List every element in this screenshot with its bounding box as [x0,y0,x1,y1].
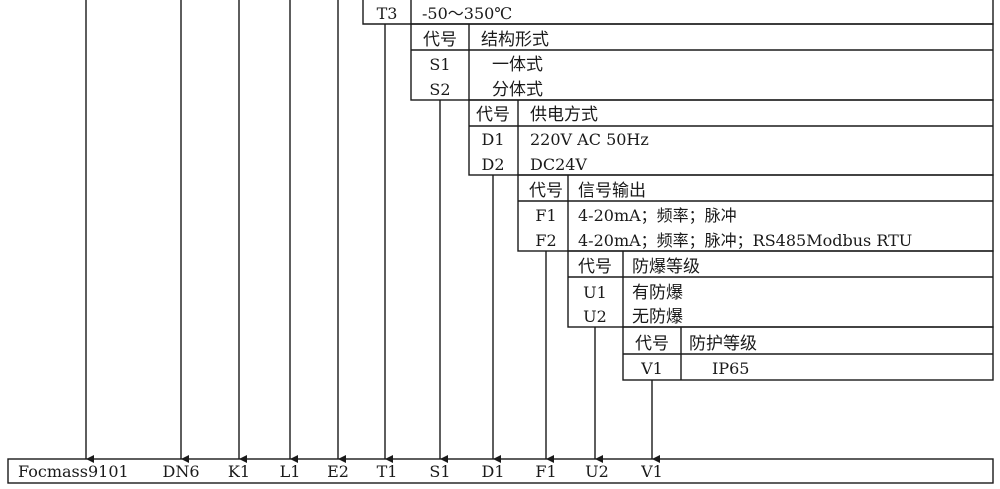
temperature-code: T3 [377,4,398,23]
protection-row-value-v1: IP65 [712,359,749,378]
model-code-e: E2 [327,462,349,481]
explosion-header-code: 代号 [578,257,612,277]
explosion-header-name: 防爆等级 [632,257,700,277]
explosion-row-code-u2: U2 [583,307,607,326]
temperature-table: T3 -50～350℃ [362,0,994,25]
power-header-code: 代号 [476,105,510,125]
signal-row-value-f1: 4-20mA；频率；脉冲 [578,206,737,225]
signal-row-code-f2: F2 [535,231,556,250]
model-code-t: T1 [377,462,398,481]
structure-table: 代号 结构形式 S1 一体式 S2 分体式 [410,23,994,101]
model-code-frame [7,458,994,484]
signal-header-code: 代号 [529,181,563,201]
model-code-v: V1 [640,462,663,481]
power-row-value-d1: 220V AC 50Hz [530,130,649,149]
signal-row-code-f1: F1 [535,206,556,225]
signal-table: 代号 信号输出 F1 4-20mA；频率；脉冲 F2 4-20mA；频率；脉冲；… [517,174,994,252]
protection-header-code: 代号 [635,334,669,354]
model-code-dn: DN6 [162,462,199,481]
model-code-u: U2 [585,462,609,481]
structure-header-code: 代号 [423,30,457,50]
power-row-code-d2: D2 [481,155,504,174]
protection-table: 代号 防护等级 V1 IP65 [622,326,994,381]
power-row-value-d2: DC24V [530,155,587,174]
model-code-k: K1 [228,462,250,481]
temperature-range: -50～350℃ [422,4,512,23]
model-code-l: L1 [280,462,301,481]
structure-row-code-s2: S2 [429,80,450,99]
explosion-table: 代号 防爆等级 U1 有防爆 U2 无防爆 [567,250,994,328]
explosion-row-value-u1: 有防爆 [632,283,683,303]
model-code-s: S1 [429,462,450,481]
leader-lines [85,0,660,463]
model-code-focmass: Focmass9101 [18,462,129,481]
model-code-f: F1 [535,462,556,481]
structure-row-code-s1: S1 [429,55,450,74]
power-header-name: 供电方式 [530,105,598,125]
model-code-bar: Focmass9101 DN6 K1 L1 E2 T1 S1 D1 F1 U2 … [7,458,994,484]
power-table: 代号 供电方式 D1 220V AC 50Hz D2 DC24V [468,99,994,176]
power-row-code-d1: D1 [481,130,504,149]
structure-header-name: 结构形式 [481,30,549,50]
explosion-row-code-u1: U1 [583,283,607,302]
protection-row-code-v1: V1 [640,359,663,378]
model-code-d: D1 [481,462,504,481]
structure-row-value-s1: 一体式 [492,55,543,75]
signal-row-value-f2: 4-20mA；频率；脉冲；RS485Modbus RTU [578,231,912,250]
signal-header-name: 信号输出 [578,181,646,201]
structure-row-value-s2: 分体式 [492,80,543,100]
explosion-row-value-u2: 无防爆 [632,307,683,327]
protection-header-name: 防护等级 [689,334,757,354]
